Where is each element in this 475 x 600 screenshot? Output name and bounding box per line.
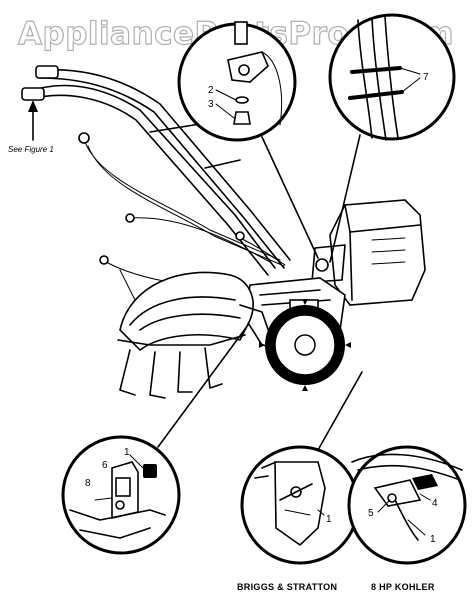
- callout-label: 6: [102, 460, 108, 471]
- zoom-detail-bottom-left: 1 6 8: [61, 435, 181, 555]
- caption-briggs: BRIGGS & STRATTON: [237, 582, 337, 592]
- see-figure-label: See Figure 1: [8, 145, 54, 154]
- callout-label: 1: [430, 534, 436, 545]
- callout-label: 2: [208, 85, 214, 96]
- callout-label: 3: [208, 99, 214, 110]
- caption-kohler: 8 HP KOHLER: [371, 582, 435, 592]
- callout-label: 1: [124, 447, 130, 458]
- callout-label: 4: [432, 498, 438, 509]
- zoom-detail-top-left: 2 3: [177, 21, 297, 142]
- see-figure-note: See Figure 1: [8, 100, 54, 154]
- zoom-detail-bottom-middle: 1: [240, 445, 360, 565]
- callout-label: 1: [326, 514, 332, 525]
- callout-label: 7: [423, 72, 429, 83]
- tiller-illustration: [21, 65, 426, 399]
- wheel: [259, 299, 351, 391]
- zoom-detail-bottom-right: 4 5 1: [347, 445, 467, 565]
- callout-label: 5: [368, 508, 374, 519]
- zoom-detail-top-right: 7: [328, 13, 456, 141]
- leader-lines: [157, 134, 363, 451]
- callout-label: 8: [85, 478, 91, 489]
